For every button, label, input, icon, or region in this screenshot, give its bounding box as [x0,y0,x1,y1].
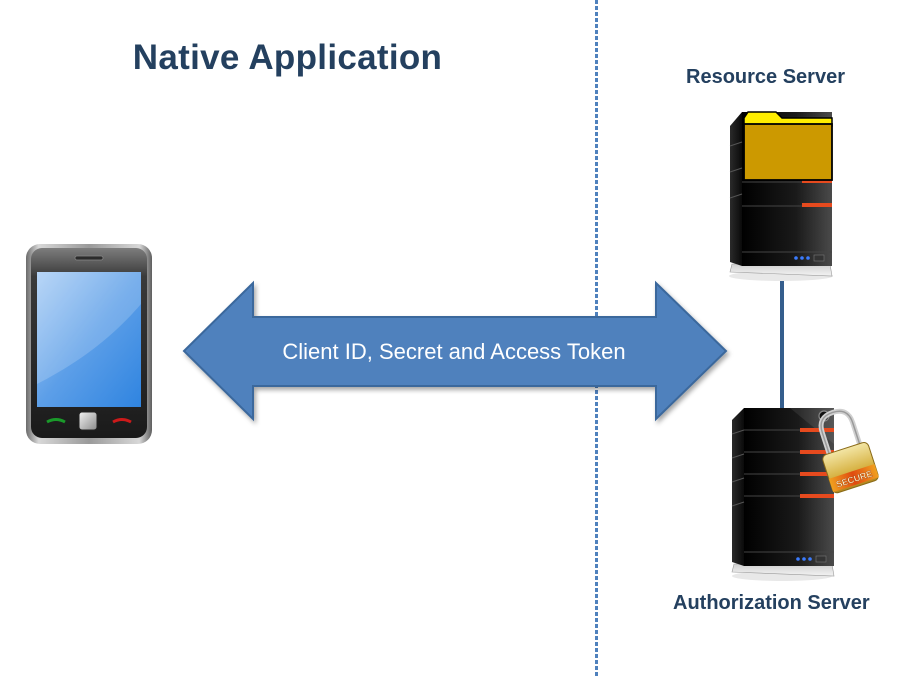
server-connector-line [780,268,784,424]
smartphone-icon [26,244,152,444]
resource-server-label: Resource Server [686,66,845,88]
arrow-shape [182,280,728,422]
authorization-server-label: Authorization Server [673,592,870,614]
server-with-folder-icon [729,111,833,281]
arrow-label: Client ID, Secret and Access Token [282,339,625,364]
page-title: Native Application [132,38,443,77]
padlock-icon: SECURE [818,408,879,494]
server-with-padlock-icon: SECURE [731,408,879,581]
folder-icon [743,111,833,181]
